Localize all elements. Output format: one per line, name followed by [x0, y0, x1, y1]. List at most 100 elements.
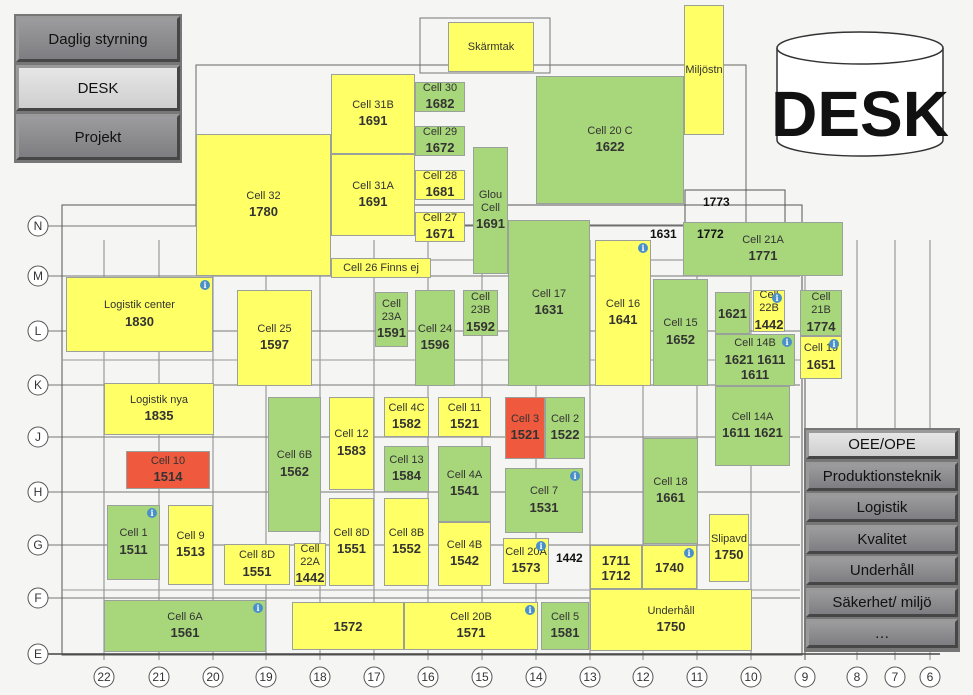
row-axis-label: M [33, 269, 43, 283]
info-icon[interactable]: i [684, 548, 694, 558]
department-button[interactable]: Kvalitet [806, 524, 958, 554]
department-button[interactable]: OEE/OPE [806, 430, 958, 459]
cell-block[interactable]: Skärmtak [448, 22, 534, 72]
row-axis-label: N [33, 219, 43, 233]
info-icon[interactable]: i [772, 293, 782, 303]
cell-number: 1552 [392, 541, 421, 557]
cell-block[interactable]: 1572 [292, 602, 404, 650]
info-icon[interactable]: i [253, 603, 263, 613]
cell-block[interactable]: 1711 1712 [590, 545, 642, 589]
cell-number: 1631 [534, 302, 564, 318]
info-icon[interactable]: i [200, 280, 210, 290]
department-button[interactable]: Produktionsteknik [806, 461, 958, 491]
cell-number: 1621 [718, 306, 747, 322]
row-axis-label: K [33, 378, 42, 392]
column-axis-label: 16 [421, 670, 435, 684]
info-icon[interactable]: i [782, 337, 792, 347]
cell-number: 1513 [176, 544, 205, 560]
column-axis-circle [919, 666, 941, 688]
department-button[interactable]: … [806, 619, 958, 648]
cell-name: Cell 6A [167, 610, 203, 623]
info-icon[interactable]: i [570, 471, 580, 481]
cell-name: Cell 26 Finns ej [343, 261, 419, 274]
cell-number: 1596 [420, 337, 450, 353]
cell-name: Cell 30 [422, 82, 458, 94]
cell-block[interactable]: Miljöstn [684, 5, 724, 135]
department-button[interactable]: Underhåll [806, 556, 958, 585]
info-icon[interactable]: i [638, 243, 648, 253]
column-axis-label: 22 [97, 670, 111, 684]
nav-button-projekt[interactable]: Projekt [16, 114, 180, 160]
cell-name: Cell 4C [388, 401, 425, 414]
department-button[interactable]: Säkerhet/ miljö [806, 587, 958, 617]
row-axis-label: F [34, 591, 42, 605]
cell-name: Cell 16 [605, 297, 641, 310]
info-icon[interactable]: i [147, 508, 157, 518]
column-axis-label: 19 [259, 670, 273, 684]
row-axis-circle [27, 481, 49, 503]
info-icon[interactable]: i [525, 605, 535, 615]
row-axis-circle [27, 320, 49, 342]
nav-button-daglig-styrning[interactable]: Daglig styrning [16, 16, 180, 62]
cell-number: 1681 [425, 184, 455, 200]
nav-button-desk[interactable]: DESK [16, 65, 180, 111]
cell-name: Cell 5 [550, 610, 580, 623]
info-icon[interactable]: i [829, 339, 839, 349]
info-icon[interactable]: i [536, 541, 546, 551]
cell-block[interactable]: 1621 [715, 292, 750, 334]
cell-block[interactable]: Cell 26 Finns ej [331, 258, 431, 278]
department-button[interactable]: Logistik [806, 493, 958, 522]
column-axis-label: 12 [636, 670, 650, 684]
